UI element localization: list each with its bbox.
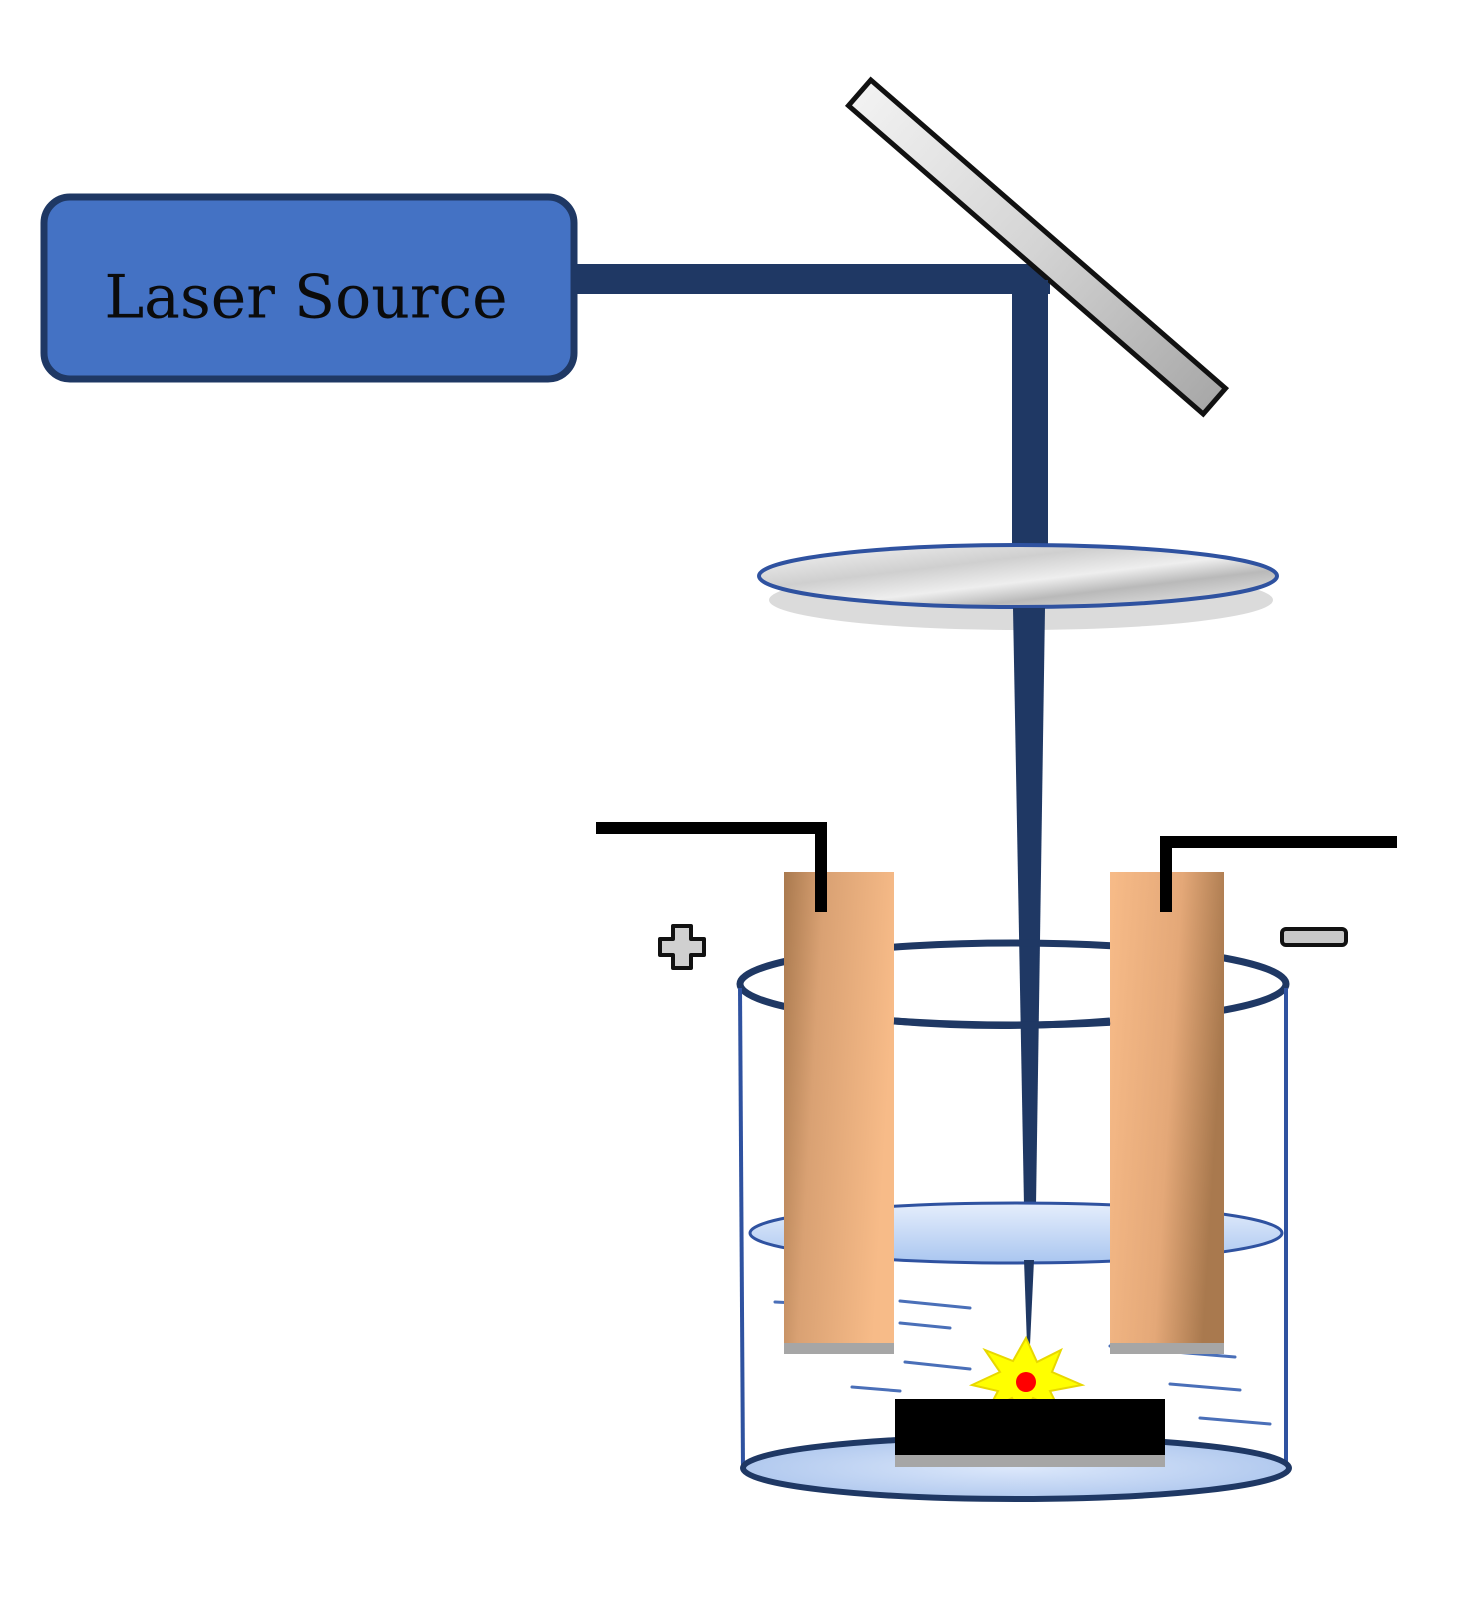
anode-electrode: [596, 822, 894, 1354]
cathode-electrode: [1110, 836, 1397, 1354]
laser-beam-horizontal: [574, 264, 1050, 294]
minus-sign-icon: [1280, 927, 1348, 947]
laser-source: Laser Source: [40, 193, 578, 383]
focusing-lens: [757, 543, 1279, 630]
plus-sign-icon: [658, 924, 706, 970]
laser-beam-in-liquid: [1024, 1260, 1034, 1345]
laser-beam-converging: [1013, 608, 1045, 1206]
anode-wire: [596, 822, 827, 912]
mirror: [844, 76, 1230, 418]
target-sample: [895, 1399, 1165, 1467]
laser-beam-vertical-upper: [1012, 280, 1048, 548]
laser-source-label: Laser Source: [104, 263, 507, 333]
cathode-wire: [1160, 836, 1397, 912]
beaker-rim-front: [893, 1017, 1111, 1029]
